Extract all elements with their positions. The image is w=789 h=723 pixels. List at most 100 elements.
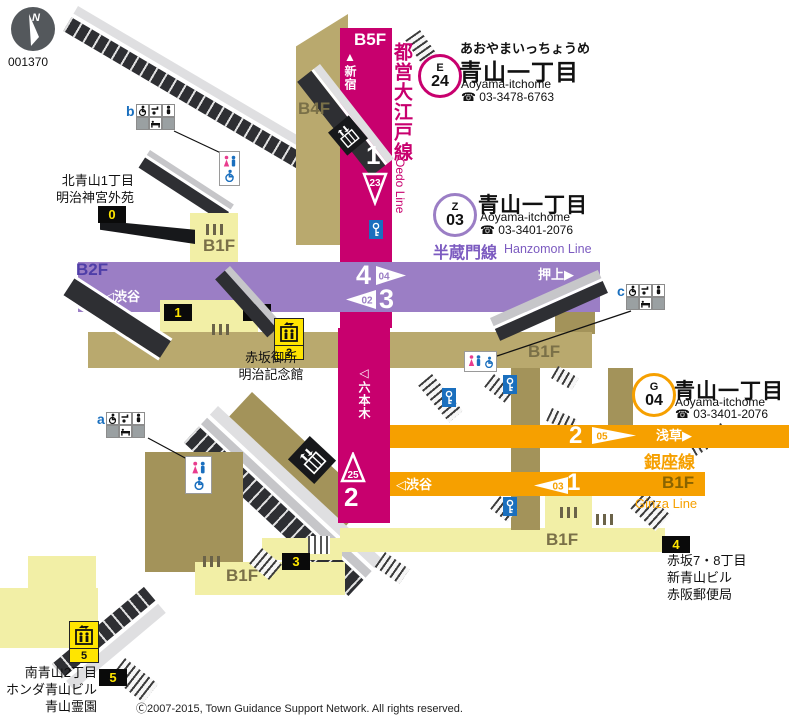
oedo-station-name: 青山一丁目	[459, 59, 579, 85]
wheelchair-icon	[225, 169, 234, 182]
corridor-vertical-east-down	[608, 368, 633, 428]
ginza-station-name: 青山一丁目	[674, 380, 784, 403]
south-concourse-a	[340, 528, 665, 552]
restroom-east	[464, 351, 497, 372]
restroom-figures-icon	[468, 355, 480, 366]
ginza-station-badge: G 04	[632, 373, 676, 417]
ostomate-icon	[118, 412, 132, 425]
fare-adjustment-icon	[503, 497, 517, 516]
stairs-south-3	[308, 536, 330, 554]
escalator-topleft	[63, 6, 328, 179]
baby-icon	[131, 412, 145, 425]
baby-icon	[651, 284, 665, 297]
place-south-line1: 南青山2丁目	[24, 665, 97, 680]
platform-ticks	[206, 224, 223, 235]
restroom-north	[219, 151, 240, 186]
svg-text:04: 04	[378, 272, 390, 283]
exit-1: 1	[164, 304, 192, 321]
floor-label-b1f-north: B1F	[203, 236, 236, 255]
oedo-station-badge: E 24	[418, 54, 462, 98]
facility-cell-blank	[135, 117, 149, 130]
facility-cell-blank	[105, 425, 119, 438]
hanzomon-platform-3: 3	[379, 284, 395, 314]
elevator-exit5-number: 5	[80, 649, 88, 662]
hanzomon-badge-number: 03	[446, 211, 464, 229]
exit-4: 4	[662, 536, 690, 553]
facility-cell-blank	[161, 117, 175, 130]
ginza-badge-number: 04	[645, 391, 663, 409]
facility-group-b: b	[126, 104, 175, 130]
fare-adjustment-icon	[369, 220, 383, 239]
elevator-icon	[70, 622, 98, 649]
exit-0: 0	[98, 206, 126, 223]
floor-label-b5f: B5F	[354, 30, 387, 49]
svg-text:05: 05	[596, 432, 608, 443]
oedo-platform-2: 2	[344, 482, 359, 512]
changing-bed-icon	[148, 117, 162, 130]
ginza-line-name-ja: 銀座線	[644, 453, 695, 472]
oedo-next-marker-down: 23	[362, 172, 388, 206]
floor-label-b1f-southwest: B1F	[226, 566, 259, 585]
oedo-line-name-ja: 都営大江戸線	[391, 42, 412, 162]
hanzomon-line-name-en: Hanzomon Line	[504, 242, 592, 256]
hanzomon-station-tel: ☎ 03-3401-2076	[480, 223, 574, 237]
ginza-station-romaji: Aoyama-itchome	[675, 395, 766, 409]
oedo-dir-roppongi: ◁六本木	[357, 366, 371, 420]
floor-label-b2f: B2F	[76, 260, 109, 279]
place-akasaka-gosho-line1: 赤坂御所	[244, 350, 297, 365]
ginza-badge-letter: G	[649, 380, 659, 393]
place-akasaka-gosho-line2: 明治記念館	[238, 367, 304, 382]
facility-group-c-label: c	[617, 283, 625, 299]
facility-cell-blank	[625, 297, 639, 310]
place-east-line1: 赤坂7・8丁目	[667, 553, 747, 568]
oedo-dir-shinjuku: ▲新宿	[343, 50, 357, 91]
facility-group-a-label: a	[97, 411, 105, 427]
hanzomon-next-marker-right: 04	[376, 266, 406, 285]
oedo-station-kana: あおやまいっちょうめ	[460, 41, 591, 56]
restroom-southwest	[185, 456, 212, 494]
elevator-exit2-number: 2	[285, 346, 293, 359]
place-south-line2: ホンダ青山ビル	[5, 682, 97, 697]
elevator-exit5: 5	[69, 621, 99, 663]
place-east: 赤坂7・8丁目 新青山ビル 赤阪郵便局	[667, 552, 746, 603]
ticket-gate-icon	[287, 436, 337, 484]
place-north: 北青山1丁目 明治神宮外苑	[30, 172, 134, 206]
hanzomon-next-marker-left: 02	[346, 290, 376, 309]
ostomate-icon	[638, 284, 652, 297]
oedo-next-marker-up: 25	[340, 452, 366, 483]
restroom-figures-icon	[223, 155, 235, 167]
facility-cell-blank	[651, 297, 665, 310]
map-id: 001370	[8, 55, 49, 69]
exit-5: 5	[99, 669, 127, 686]
facility-cell-blank	[131, 425, 145, 438]
changing-bed-icon	[118, 425, 132, 438]
hanzomon-dir-oshiage: 押上▶	[538, 267, 574, 282]
floor-label-b1f-concourse: B1F	[528, 342, 561, 361]
ticket-gate-icon	[328, 115, 368, 156]
oedo-badge-number: 24	[431, 72, 449, 90]
svg-text:23: 23	[369, 178, 381, 189]
hanzomon-badge-letter: Z	[451, 200, 459, 213]
svg-text:N: N	[32, 12, 41, 24]
hanzomon-platform-4: 4	[356, 260, 372, 290]
platform-ticks	[596, 514, 613, 525]
wheelchair-icon	[105, 412, 119, 425]
changing-bed-icon	[638, 297, 652, 310]
ginza-next-marker-left: 03	[534, 477, 568, 494]
floor-label-b1f-ginza: B1F	[662, 473, 695, 492]
wheelchair-icon	[484, 356, 493, 368]
place-south-line3: 青山霊園	[44, 699, 97, 714]
copyright: Ⓒ2007-2015, Town Guidance Support Networ…	[136, 703, 463, 715]
elevator-exit2: 2	[274, 318, 304, 360]
wheelchair-icon	[193, 476, 204, 490]
compass-icon: N	[11, 7, 55, 51]
hanzomon-station-badge: Z 03	[433, 193, 477, 237]
place-east-line3: 赤阪郵便局	[667, 587, 733, 602]
ostomate-icon	[148, 104, 162, 117]
platform-ticks	[203, 556, 220, 567]
fare-adjustment-icon	[442, 388, 456, 407]
ginza-band-asakusa	[390, 425, 789, 448]
baby-icon	[161, 104, 175, 117]
platform-ticks	[212, 324, 229, 335]
ginza-dir-asakusa: 浅草▶	[656, 428, 692, 443]
